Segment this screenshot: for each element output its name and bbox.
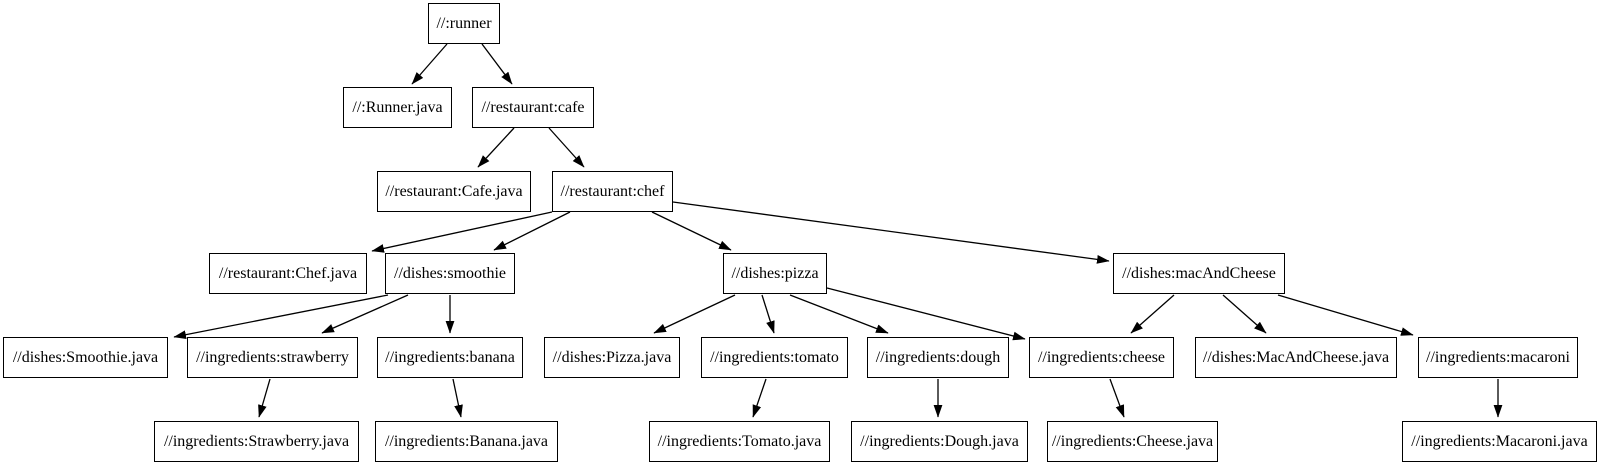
edge-chef-to-mac-and-cheese xyxy=(672,201,1110,264)
node-runner-java: //:Runner.java xyxy=(343,87,452,128)
node-macaroni: //ingredients:macaroni xyxy=(1418,337,1578,378)
node-tomato: //ingredients:tomato xyxy=(701,337,848,378)
node-cafe: //restaurant:cafe xyxy=(472,87,594,128)
node-tomato-java: //ingredients:Tomato.java xyxy=(649,421,830,462)
node-banana: //ingredients:banana xyxy=(377,337,523,378)
edge-chef-to-chef-java xyxy=(371,211,553,253)
node-banana-java: //ingredients:Banana.java xyxy=(375,421,558,462)
edge-mac-and-cheese-to-cheese xyxy=(1130,294,1175,334)
edge-smoothie-to-strawberry xyxy=(321,294,409,334)
edge-banana-to-banana-java xyxy=(452,378,463,418)
edge-pizza-to-tomato xyxy=(761,294,775,334)
node-dough: //ingredients:dough xyxy=(867,337,1009,378)
edge-cafe-to-cafe-java xyxy=(477,127,515,168)
node-smoothie-java: //dishes:Smoothie.java xyxy=(3,337,168,378)
edge-mac-and-cheese-to-mac-and-cheese-java xyxy=(1222,294,1267,334)
edge-chef-to-pizza xyxy=(651,211,732,251)
edge-mac-and-cheese-to-macaroni xyxy=(1277,294,1414,336)
edge-pizza-to-pizza-java xyxy=(653,294,736,334)
node-cheese: //ingredients:cheese xyxy=(1029,337,1174,378)
node-cheese-java: //ingredients:Cheese.java xyxy=(1047,421,1218,462)
edge-chef-to-smoothie xyxy=(493,211,571,251)
node-runner: //:runner xyxy=(428,3,500,44)
edge-pizza-to-dough xyxy=(789,294,889,334)
node-macaroni-java: //ingredients:Macaroni.java xyxy=(1402,421,1597,462)
node-dough-java: //ingredients:Dough.java xyxy=(851,421,1028,462)
node-chef-java: //restaurant:Chef.java xyxy=(209,253,367,294)
node-mac-and-cheese-java: //dishes:MacAndCheese.java xyxy=(1195,337,1397,378)
node-mac-and-cheese: //dishes:macAndCheese xyxy=(1113,253,1285,294)
node-pizza-java: //dishes:Pizza.java xyxy=(544,337,680,378)
edge-runner-to-runner-java xyxy=(411,43,448,85)
node-strawberry-java: //ingredients:Strawberry.java xyxy=(154,421,359,462)
edge-pizza-to-cheese xyxy=(826,287,1026,341)
node-pizza: //dishes:pizza xyxy=(723,253,827,294)
node-cafe-java: //restaurant:Cafe.java xyxy=(377,171,531,212)
edge-runner-to-cafe xyxy=(481,43,513,85)
edge-smoothie-to-smoothie-java xyxy=(173,294,389,340)
node-smoothie: //dishes:smoothie xyxy=(385,253,515,294)
edge-cheese-to-cheese-java xyxy=(1109,378,1125,418)
node-strawberry: //ingredients:strawberry xyxy=(187,337,358,378)
node-chef: //restaurant:chef xyxy=(552,171,673,212)
edge-tomato-to-tomato-java xyxy=(752,378,767,418)
edge-cafe-to-chef xyxy=(548,127,585,168)
edge-strawberry-to-strawberry-java xyxy=(258,378,271,418)
